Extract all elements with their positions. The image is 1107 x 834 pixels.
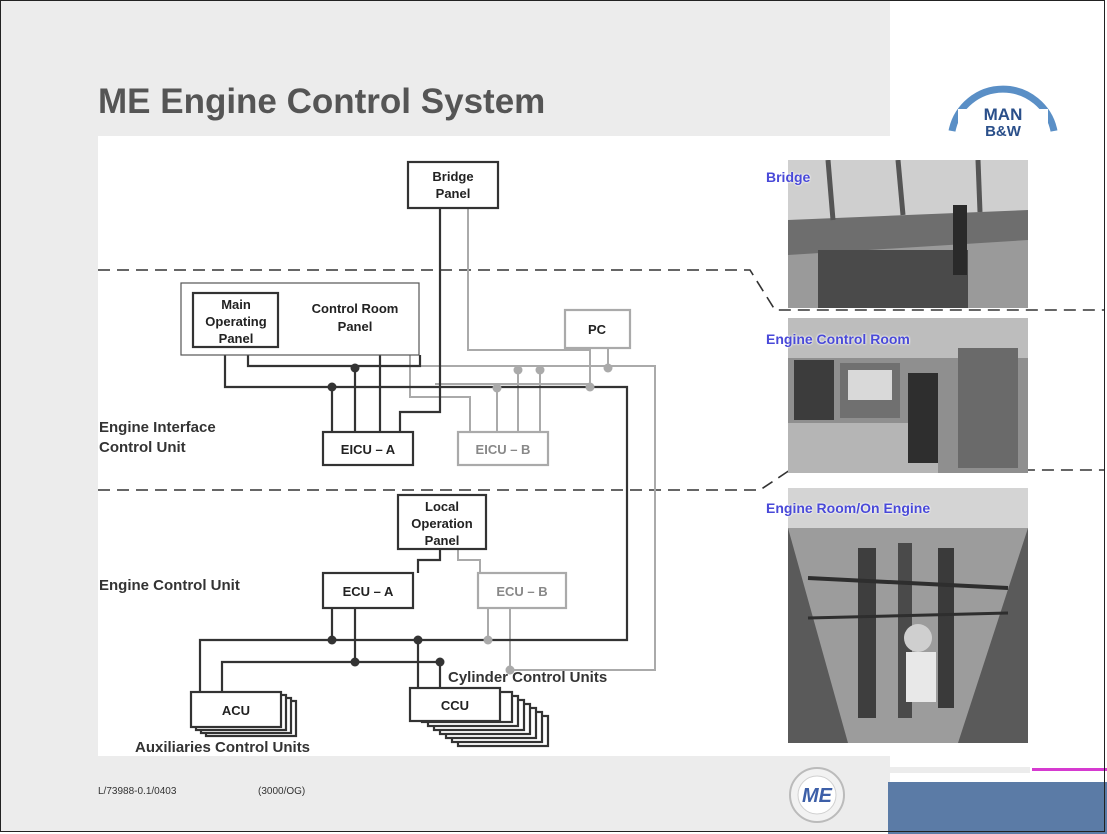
logo-text-bottom: B&W xyxy=(985,123,1022,140)
logo-text-top: MAN xyxy=(984,105,1023,124)
local-operation-panel: Local Operation Panel xyxy=(396,493,488,551)
cylinder-control-units-label: Cylinder Control Units xyxy=(448,669,607,686)
background-band-bottom xyxy=(1,756,890,831)
main-operating-panel-line2: Operating xyxy=(205,314,266,329)
photo-label-engine-control-room: Engine Control Room xyxy=(766,331,910,347)
primary-network-wires xyxy=(198,208,629,695)
local-operation-panel-line2: Operation xyxy=(411,516,472,531)
me-badge-text: ME xyxy=(802,785,833,807)
acu-stack: ACU xyxy=(189,690,298,738)
background-band-left xyxy=(1,136,98,756)
engine-control-room-photo xyxy=(788,318,1028,473)
ccu-label: CCU xyxy=(441,698,469,713)
ecu-b-label: ECU – B xyxy=(496,584,547,599)
man-bw-logo: MAN B&W xyxy=(948,85,1058,145)
engine-control-unit-label: Engine Control Unit xyxy=(99,577,240,594)
bridge-panel-line1: Bridge xyxy=(432,169,473,184)
footer-document-code: L/73988-0.1/0403 xyxy=(98,786,177,797)
engine-room-photo xyxy=(788,488,1028,743)
ccu-stack: CCU xyxy=(408,686,550,748)
bridge-panel: Bridge Panel xyxy=(406,160,500,210)
auxiliaries-control-units-label: Auxiliaries Control Units xyxy=(135,739,310,756)
bridge-photo xyxy=(788,160,1028,308)
acu-label: ACU xyxy=(222,703,250,718)
main-operating-panel-line1: Main xyxy=(221,297,251,312)
ecu-b-box: ECU – B xyxy=(476,571,568,610)
ecu-a-label: ECU – A xyxy=(343,584,394,599)
local-operation-panel-line3: Panel xyxy=(425,533,460,548)
pc-box: PC xyxy=(563,308,632,350)
engine-interface-label-line2: Control Unit xyxy=(99,439,186,456)
eicu-a-box: EICU – A xyxy=(321,430,415,467)
control-room-panel-line1: Control Room xyxy=(312,301,399,316)
me-badge-logo: ME xyxy=(789,767,845,823)
photo-label-bridge: Bridge xyxy=(766,169,811,185)
engine-interface-label-line1: Engine Interface xyxy=(99,419,216,436)
main-operating-panel: Main Operating Panel xyxy=(191,291,280,349)
control-room-panel-line2: Panel xyxy=(338,319,373,334)
footer-reference: (3000/OG) xyxy=(258,786,306,797)
accent-bar-gray xyxy=(888,767,1030,773)
accent-line-magenta xyxy=(1032,768,1107,771)
eicu-a-label: EICU – A xyxy=(341,442,396,457)
photo-label-engine-room: Engine Room/On Engine xyxy=(766,500,931,516)
eicu-b-box: EICU – B xyxy=(456,430,550,467)
background-band-top xyxy=(1,1,890,136)
local-operation-panel-line1: Local xyxy=(425,499,459,514)
bridge-panel-line2: Panel xyxy=(436,186,471,201)
junction-dots xyxy=(327,363,613,675)
eicu-b-label: EICU – B xyxy=(476,442,531,457)
main-operating-panel-line3: Panel xyxy=(219,331,254,346)
slide-title: ME Engine Control System xyxy=(98,82,546,121)
ecu-a-box: ECU – A xyxy=(321,571,415,610)
zone-separator-bridge xyxy=(98,269,1105,311)
pc-label: PC xyxy=(588,322,607,337)
accent-block-blue xyxy=(888,782,1107,834)
